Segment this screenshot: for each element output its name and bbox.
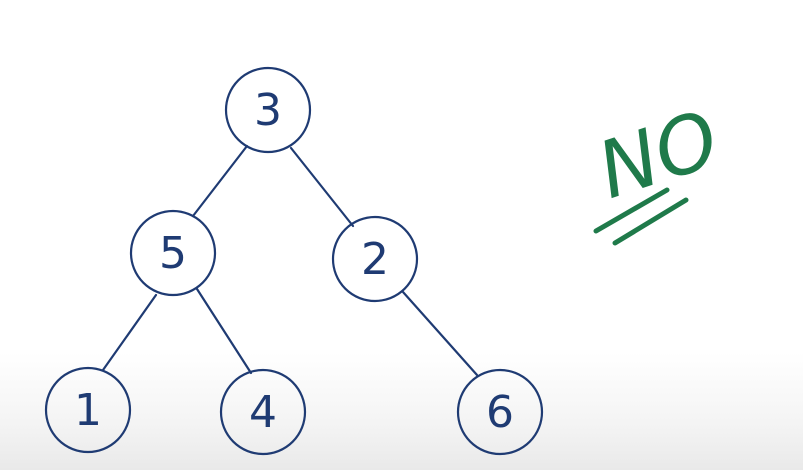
tree-node-6: 6: [456, 368, 544, 456]
edge-5-1: [101, 293, 158, 372]
node-circle-1: [44, 366, 132, 454]
node-label-5: 5: [159, 228, 187, 279]
node-circle-2: [331, 215, 419, 303]
edge-3-5: [191, 144, 249, 218]
annotation-text: NO: [588, 94, 730, 217]
tree-edges: [101, 144, 479, 377]
node-circle-6: [456, 368, 544, 456]
tree-node-5: 5: [129, 209, 217, 297]
tree-node-2: 2: [331, 215, 419, 303]
node-circle-4: [219, 368, 307, 456]
node-label-6: 6: [486, 387, 514, 438]
node-label-1: 1: [74, 385, 102, 436]
node-circle-5: [129, 209, 217, 297]
node-label-2: 2: [361, 234, 389, 285]
annotation-underline-top: [593, 187, 670, 234]
annotation-no: NO: [588, 94, 730, 246]
node-circle-3: [224, 66, 312, 154]
annotation-underline-bottom: [612, 197, 689, 246]
tree-node-3: 3: [224, 66, 312, 154]
tree-node-4: 4: [219, 368, 307, 456]
edge-2-6: [401, 290, 479, 377]
edge-5-4: [195, 287, 253, 375]
node-label-4: 4: [249, 387, 277, 438]
edge-3-2: [289, 146, 355, 228]
tree-node-1: 1: [44, 366, 132, 454]
node-label-3: 3: [254, 85, 282, 136]
